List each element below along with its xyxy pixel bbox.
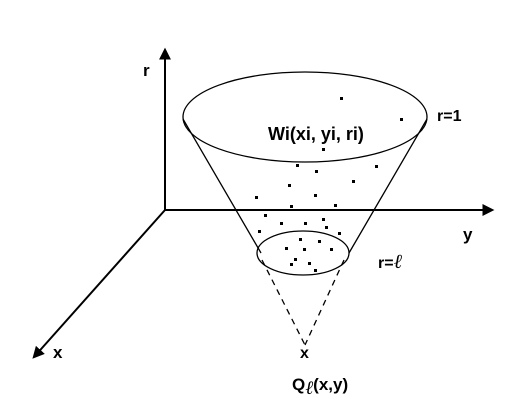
point [334, 204, 337, 207]
point [288, 184, 291, 187]
point [255, 196, 258, 199]
point [314, 269, 317, 272]
cone-left-side [182, 118, 262, 254]
point [340, 97, 343, 100]
top-ellipse [182, 71, 428, 163]
point [304, 222, 307, 225]
point [308, 262, 311, 265]
query-suffix: (x,y) [313, 375, 348, 394]
inner-level-prefix: r= [378, 255, 394, 272]
point [375, 165, 378, 168]
point [290, 205, 293, 208]
point [322, 218, 325, 221]
point [285, 247, 288, 250]
point [352, 180, 355, 183]
x-axis-line [32, 209, 166, 359]
point [258, 230, 261, 233]
dashed-left [261, 259, 306, 346]
axes: r y x [32, 47, 495, 362]
cone-right-side [348, 118, 428, 254]
point [330, 248, 333, 251]
point [338, 232, 341, 235]
query-label: Qℓ(x,y) [292, 375, 348, 399]
point-label: Wi(xi, yi, ri) [268, 124, 364, 144]
y-axis-label: y [463, 225, 473, 244]
point [318, 240, 321, 243]
point [325, 226, 328, 229]
point [322, 148, 325, 151]
x-axis-label: x [53, 343, 63, 362]
point [296, 164, 299, 167]
top-level-label: r=1 [437, 108, 462, 125]
point [264, 214, 267, 217]
point [314, 194, 317, 197]
r-axis-label: r [143, 61, 150, 80]
point [303, 248, 306, 251]
query-symbol: ℓ [305, 377, 313, 399]
inner-ellipse [256, 230, 350, 276]
point [299, 238, 302, 241]
point [280, 222, 283, 225]
query-prefix: Q [292, 375, 305, 394]
apex-mark: x [300, 345, 309, 362]
inner-level-symbol: ℓ [394, 249, 403, 273]
inner-level-label: r=ℓ [378, 249, 403, 273]
point [315, 170, 318, 173]
point [294, 258, 297, 261]
point [290, 263, 293, 266]
dashed-right [304, 259, 345, 346]
cone [182, 71, 428, 346]
point [400, 118, 403, 121]
scatter-points [255, 97, 403, 272]
